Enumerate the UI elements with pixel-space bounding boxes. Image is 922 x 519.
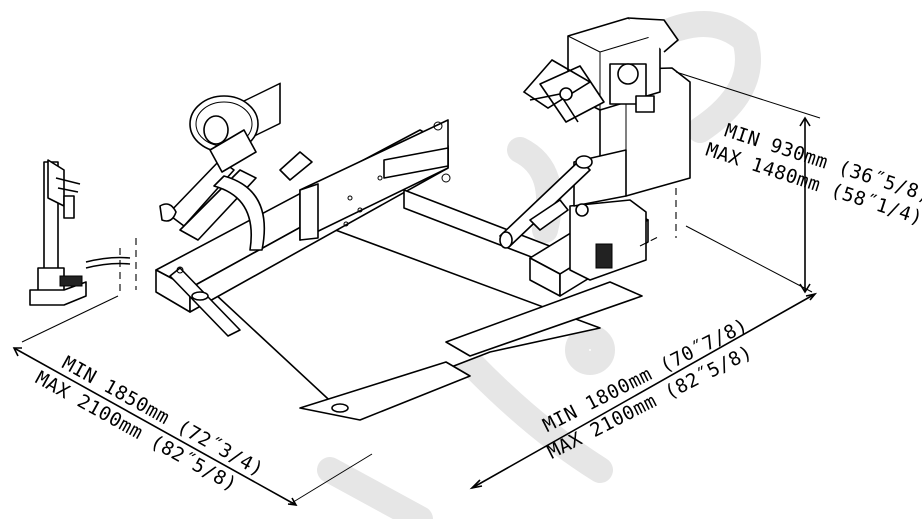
height-dimension-label: MIN 930mm (36˝5/8) MAX 1480mm (58˝1/4) bbox=[703, 120, 922, 230]
dimension-lines bbox=[12, 71, 821, 506]
machine-frame bbox=[155, 82, 649, 421]
mounting-head-motor bbox=[499, 17, 691, 249]
bead-breaker-arm bbox=[159, 95, 313, 251]
control-pedestal bbox=[29, 159, 131, 306]
